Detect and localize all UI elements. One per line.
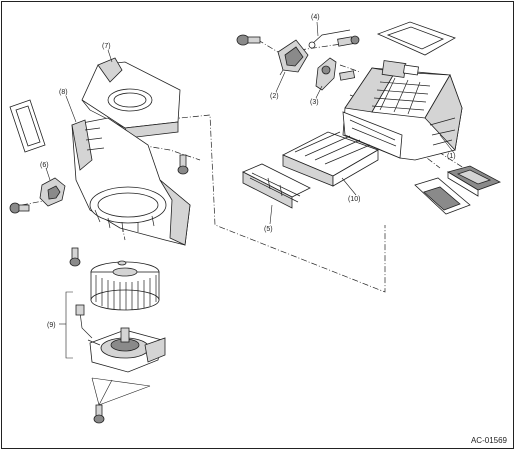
link-lever-part-3 [315, 57, 337, 91]
filter-cover-small [446, 165, 501, 197]
label-part-7: (7) [102, 43, 111, 50]
screw-lower [69, 247, 81, 267]
label-part-3: (3) [310, 99, 319, 106]
label-part-9: (9) [47, 322, 56, 329]
screw-top [236, 34, 261, 46]
label-part-10: (10) [348, 196, 360, 203]
blower-fan-wheel [90, 260, 160, 311]
screw-blower-case [177, 154, 189, 175]
filter-cover-part-5 [242, 163, 311, 209]
leader-lines [45, 21, 455, 325]
air-filter-part-10 [282, 131, 379, 187]
blower-case-part-8 [71, 117, 191, 246]
inlet-duct-part-7 [81, 57, 181, 139]
label-part-4: (4) [311, 14, 320, 21]
filter-cover-large [414, 177, 471, 215]
seal-gasket-left [9, 99, 46, 153]
figure-code: AC-01569 [470, 436, 507, 445]
label-part-1: (1) [447, 153, 456, 160]
blower-motor-part-9 [75, 304, 166, 373]
screw-left [9, 202, 30, 214]
bracket-part-6 [39, 177, 66, 207]
label-part-5: (5) [264, 226, 273, 233]
label-part-2: (2) [270, 93, 279, 100]
part-9-bracket [65, 291, 73, 359]
heater-unit-case [342, 60, 463, 161]
seal-gasket-top [376, 21, 456, 56]
actuator-part-2 [277, 39, 309, 76]
rod-part-4 [308, 29, 360, 81]
screw-motor [91, 377, 151, 424]
label-part-6: (6) [40, 162, 49, 169]
label-part-8: (8) [59, 89, 68, 96]
